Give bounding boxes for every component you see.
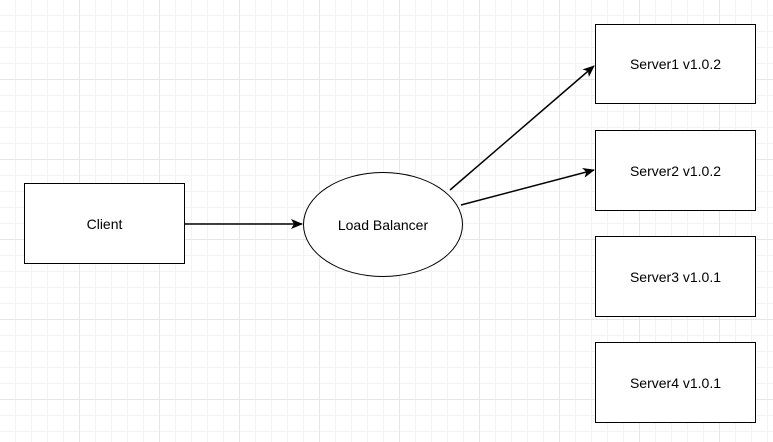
server2-node[interactable]: Server2 v1.0.2 xyxy=(595,130,756,211)
server4-node[interactable]: Server4 v1.0.1 xyxy=(595,342,756,423)
edge-load-balancer-to-server2 xyxy=(460,167,595,206)
server3-node[interactable]: Server3 v1.0.1 xyxy=(595,236,756,317)
server1-node[interactable]: Server1 v1.0.2 xyxy=(595,24,756,104)
load-balancer-node[interactable]: Load Balancer xyxy=(303,172,463,277)
server1-label: Server1 v1.0.2 xyxy=(629,56,722,72)
server3-label: Server3 v1.0.1 xyxy=(629,268,722,285)
server2-label: Server2 v1.0.2 xyxy=(629,162,722,179)
edge-load-balancer-to-server1 xyxy=(449,65,595,191)
load-balancer-label: Load Balancer xyxy=(337,216,429,233)
server4-label: Server4 v1.0.1 xyxy=(629,374,722,391)
client-label: Client xyxy=(86,215,123,232)
client-node[interactable]: Client xyxy=(24,183,185,264)
